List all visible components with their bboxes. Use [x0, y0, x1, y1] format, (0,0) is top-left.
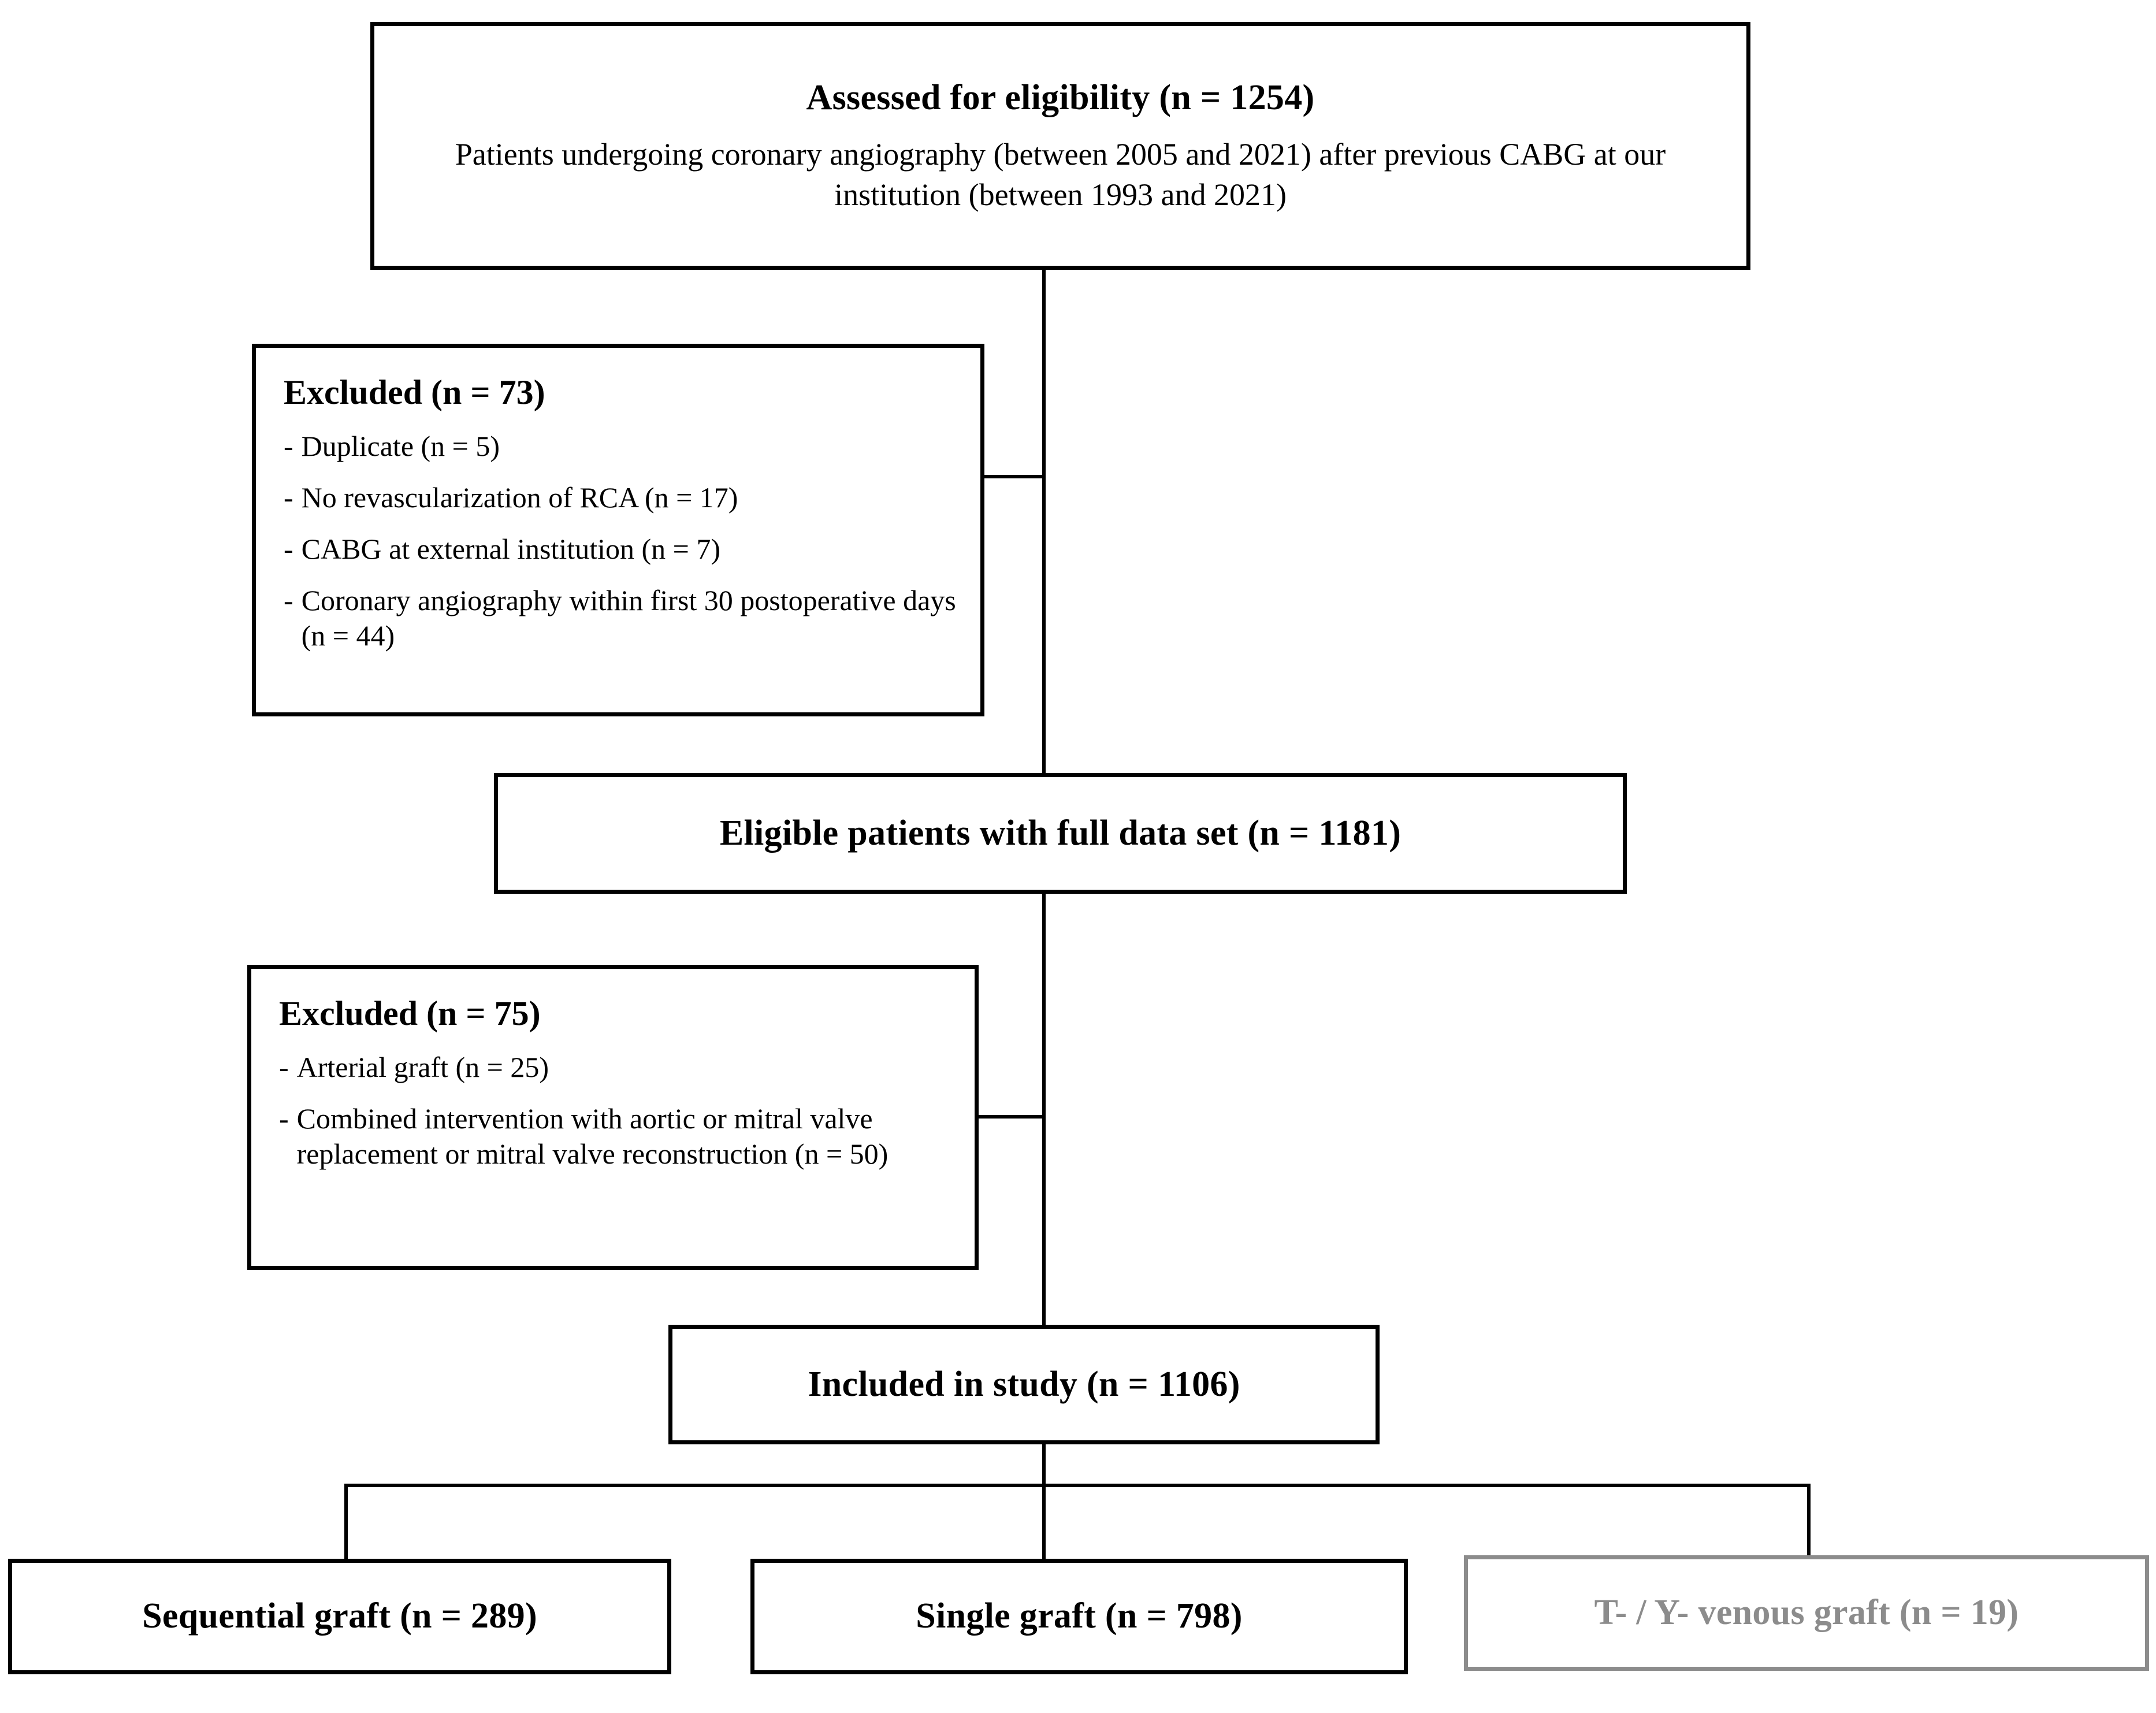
excluded-second-body: Excluded (n = 75) - Arterial graft (n = … — [251, 969, 975, 1266]
node-excluded-first[interactable]: Excluded (n = 73) - Duplicate (n = 5) - … — [252, 344, 984, 716]
node-ty-venous-graft[interactable]: T- / Y- venous graft (n = 19) — [1464, 1555, 2149, 1671]
bullet-dash: - — [279, 1102, 289, 1135]
node-included-title: Included in study (n = 1106) — [808, 1364, 1240, 1404]
excluded-second-title: Excluded (n = 75) — [279, 994, 541, 1032]
connector-split-to-single — [1042, 1484, 1046, 1559]
bullet-dash: - — [284, 533, 293, 565]
excluded-second-item-text: Combined intervention with aortic or mit… — [296, 1102, 889, 1170]
connector-branch-excluded-1 — [982, 475, 1044, 478]
node-assessed-title: Assessed for eligibility (n = 1254) — [806, 77, 1315, 117]
node-assessed-subtitle: Patients undergoing coronary angiography… — [455, 136, 1666, 213]
connector-branch-excluded-2 — [979, 1115, 1044, 1119]
bullet-dash: - — [284, 584, 293, 616]
bullet-dash: - — [284, 430, 293, 462]
excluded-second-item: - Arterial graft (n = 25) — [279, 1050, 549, 1085]
node-single-title: Single graft (n = 798) — [916, 1596, 1243, 1636]
node-eligible-title: Eligible patients with full data set (n … — [719, 813, 1402, 853]
connector-assessed-to-eligible — [1042, 270, 1046, 775]
excluded-second-item: - Combined intervention with aortic or m… — [279, 1101, 951, 1172]
node-eligible-patients[interactable]: Eligible patients with full data set (n … — [494, 773, 1627, 894]
excluded-first-item-text: Duplicate (n = 5) — [301, 430, 500, 462]
excluded-first-item: - Duplicate (n = 5) — [284, 429, 500, 464]
excluded-first-body: Excluded (n = 73) - Duplicate (n = 5) - … — [256, 348, 980, 712]
connector-split-to-ty-venous — [1807, 1484, 1811, 1559]
excluded-first-item: - No revascularization of RCA (n = 17) — [284, 480, 738, 515]
excluded-first-item-text: CABG at external institution (n = 7) — [301, 533, 720, 565]
excluded-second-item-text: Arterial graft (n = 25) — [296, 1051, 549, 1083]
node-sequential-graft[interactable]: Sequential graft (n = 289) — [8, 1559, 671, 1674]
excluded-first-title: Excluded (n = 73) — [284, 373, 545, 411]
node-excluded-second[interactable]: Excluded (n = 75) - Arterial graft (n = … — [247, 965, 979, 1270]
connector-included-to-split — [1042, 1444, 1046, 1486]
excluded-first-item-text: Coronary angiography within first 30 pos… — [301, 584, 956, 652]
bullet-dash: - — [279, 1051, 289, 1083]
node-included-in-study[interactable]: Included in study (n = 1106) — [668, 1325, 1380, 1444]
excluded-first-item: - Coronary angiography within first 30 p… — [284, 583, 957, 653]
connector-split-to-sequential — [344, 1484, 348, 1559]
excluded-first-item: - CABG at external institution (n = 7) — [284, 532, 720, 567]
bullet-dash: - — [284, 481, 293, 514]
node-sequential-title: Sequential graft (n = 289) — [142, 1596, 537, 1636]
node-ty-venous-title: T- / Y- venous graft (n = 19) — [1594, 1593, 2019, 1633]
excluded-first-item-text: No revascularization of RCA (n = 17) — [301, 481, 738, 514]
node-single-graft[interactable]: Single graft (n = 798) — [750, 1559, 1408, 1674]
node-assessed-for-eligibility[interactable]: Assessed for eligibility (n = 1254) Pati… — [370, 22, 1750, 270]
connector-split-bar — [344, 1484, 1811, 1487]
connector-eligible-to-included — [1042, 894, 1046, 1327]
